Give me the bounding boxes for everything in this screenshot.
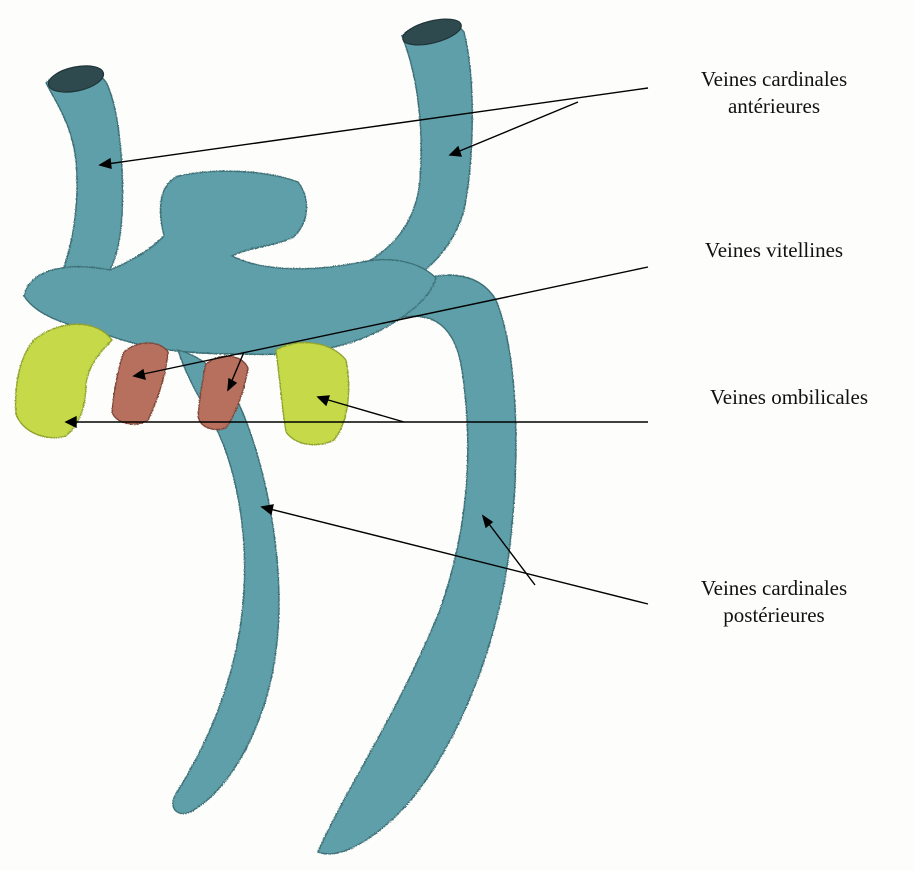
anterior-cardinal-vein-left — [46, 69, 122, 290]
umbilical-vein-left — [16, 324, 112, 438]
label-anterior-line2: antérieures — [664, 93, 884, 120]
label-vitelline-veins: Veines vitellines — [664, 237, 884, 264]
label-posterior-cardinal-veins: Veines cardinales postérieures — [664, 575, 884, 629]
label-anterior-cardinal-veins: Veines cardinales antérieures — [664, 66, 884, 120]
label-umbilical-text: Veines ombilicales — [664, 384, 914, 411]
label-vitelline-text: Veines vitellines — [664, 237, 884, 264]
label-posterior-line1: Veines cardinales — [664, 575, 884, 602]
leader-line-anterior-left — [100, 88, 648, 165]
anterior-cardinal-vein-right — [356, 22, 472, 296]
label-anterior-line1: Veines cardinales — [664, 66, 884, 93]
umbilical-vein-right — [276, 343, 349, 445]
label-posterior-line2: postérieures — [664, 602, 884, 629]
posterior-cardinal-vein-right — [318, 275, 516, 854]
vitelline-vein-left — [112, 343, 168, 424]
label-umbilical-veins: Veines ombilicales — [664, 384, 914, 411]
